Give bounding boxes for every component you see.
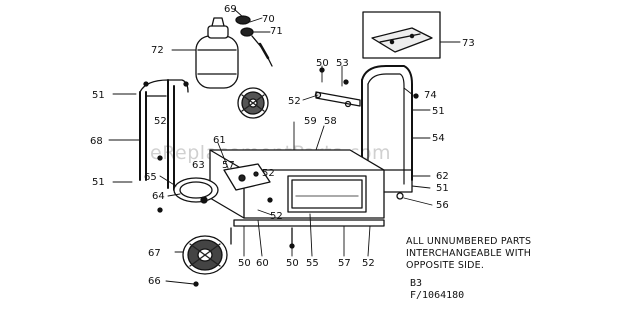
drawing-code-line: B3 — [410, 278, 423, 289]
callout-51-d: 51 — [436, 183, 449, 194]
axle-mount — [223, 163, 271, 191]
note-line: ALL UNNUMBERED PARTS — [406, 236, 532, 247]
callout-73: 73 — [462, 38, 475, 49]
callout-57-b: 57 — [338, 258, 351, 269]
note-line: OPPOSITE SIDE. — [406, 260, 485, 271]
hardware-pieces — [143, 67, 419, 287]
leader-lines — [108, 8, 461, 285]
callout-52-d: 52 — [270, 211, 283, 222]
callout-69: 69 — [224, 4, 237, 15]
callout-72: 72 — [151, 45, 164, 56]
callout-53: 53 — [336, 58, 349, 69]
callout-54: 54 — [432, 133, 445, 144]
callout-60: 60 — [256, 258, 269, 269]
left-handle-frame — [139, 79, 189, 191]
drawing-code: B3 F/1064180 — [410, 278, 464, 302]
callout-50-b: 50 — [286, 258, 299, 269]
callout-64: 64 — [152, 191, 165, 202]
tank-ring — [173, 177, 219, 204]
upper-wheel — [237, 87, 269, 119]
callout-71: 71 — [270, 26, 283, 37]
tank-valve — [235, 15, 273, 67]
callout-55: 55 — [306, 258, 319, 269]
callout-74: 74 — [424, 90, 437, 101]
lower-wheel — [182, 235, 228, 275]
interchangeable-note: ALL UNNUMBERED PARTS INTERCHANGEABLE WIT… — [406, 236, 531, 272]
callout-58: 58 — [324, 116, 337, 127]
drawing-code-line: F/1064180 — [410, 290, 465, 301]
callout-52-c: 52 — [262, 168, 275, 179]
callout-labels: 69 70 71 72 73 50 53 74 51 52 52 54 51 5… — [90, 4, 475, 287]
callout-67: 67 — [148, 248, 161, 259]
note-line: INTERCHANGEABLE WITH — [406, 248, 532, 259]
leg-bracket — [383, 169, 413, 200]
right-handle-frame — [361, 65, 413, 185]
callout-52-a: 52 — [154, 116, 167, 127]
callout-61: 61 — [213, 135, 226, 146]
propane-tank — [195, 17, 239, 89]
callout-51-c: 51 — [92, 177, 105, 188]
callout-56: 56 — [436, 200, 449, 211]
callout-52-e: 52 — [362, 258, 375, 269]
callout-59: 59 — [304, 116, 317, 127]
cross-brace — [314, 91, 361, 108]
callout-52-b: 52 — [288, 96, 301, 107]
callout-70: 70 — [262, 14, 275, 25]
callout-51-a: 51 — [92, 90, 105, 101]
callout-66: 66 — [148, 276, 161, 287]
front-brace — [233, 219, 385, 227]
callout-50-top: 50 — [316, 58, 329, 69]
callout-50-a: 50 — [238, 258, 251, 269]
callout-65: 65 — [144, 172, 157, 183]
callout-51-b: 51 — [432, 106, 445, 117]
callout-62: 62 — [436, 171, 449, 182]
callout-63: 63 — [192, 160, 205, 171]
callout-57-a: 57 — [222, 160, 235, 171]
side-shelf — [362, 11, 441, 59]
callout-68: 68 — [90, 136, 103, 147]
